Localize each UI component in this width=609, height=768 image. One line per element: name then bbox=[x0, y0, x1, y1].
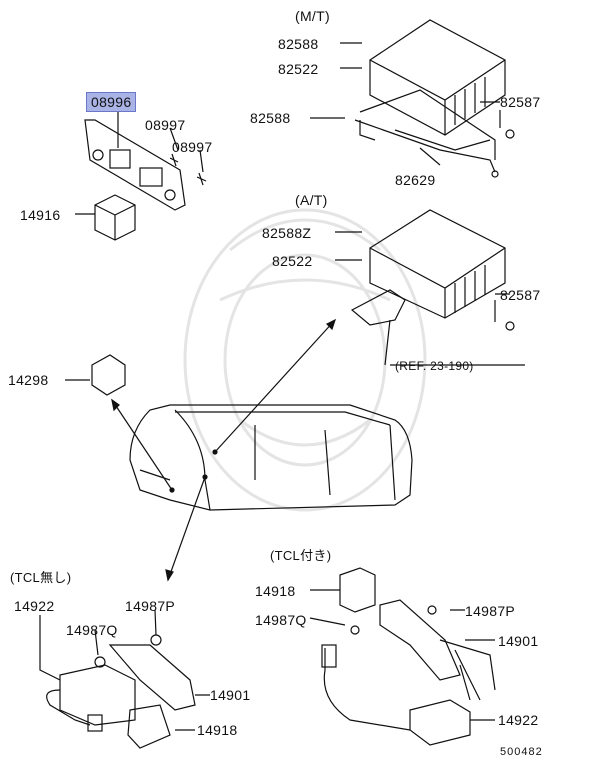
tcl-without-drawing bbox=[39, 609, 210, 749]
part-14901-with[interactable]: 14901 bbox=[498, 633, 539, 649]
section-tcl-without-label: (TCL無し) bbox=[10, 570, 72, 585]
part-08996-highlighted[interactable]: 08996 bbox=[86, 92, 137, 112]
part-14922-without[interactable]: 14922 bbox=[14, 598, 55, 614]
section-mt-label: (M/T) bbox=[295, 8, 330, 24]
ecu-at-drawing bbox=[350, 209, 515, 331]
section-at-label: (A/T) bbox=[295, 192, 328, 208]
part-14987p-with[interactable]: 14987P bbox=[465, 603, 516, 619]
part-82588z[interactable]: 82588Z bbox=[262, 225, 312, 241]
watermark-emblem bbox=[183, 208, 427, 512]
relay-14916-drawing bbox=[75, 194, 136, 241]
diagram-id: 500482 bbox=[500, 746, 543, 758]
part-08997-b[interactable]: 08997 bbox=[172, 139, 213, 155]
part-14987p-without[interactable]: 14987P bbox=[125, 598, 176, 614]
part-14298[interactable]: 14298 bbox=[8, 372, 49, 388]
ecu-mt-drawing bbox=[354, 19, 515, 178]
tcl-with-drawing bbox=[309, 567, 496, 746]
part-14901-without[interactable]: 14901 bbox=[210, 687, 251, 703]
part-14922-with[interactable]: 14922 bbox=[498, 712, 539, 728]
relay-14298-drawing bbox=[65, 354, 126, 396]
section-tcl-with-label: (TCL付き) bbox=[270, 548, 332, 563]
part-82588-mt-top[interactable]: 82588 bbox=[278, 36, 319, 52]
reference-label: (REF. 23-190) bbox=[395, 359, 474, 373]
part-82629[interactable]: 82629 bbox=[395, 172, 436, 188]
part-14987q-with[interactable]: 14987Q bbox=[255, 612, 307, 628]
part-82587-mt[interactable]: 82587 bbox=[500, 94, 541, 110]
bracket-assembly-drawing bbox=[84, 110, 186, 211]
part-82587-at[interactable]: 82587 bbox=[500, 287, 541, 303]
part-82522-at[interactable]: 82522 bbox=[272, 253, 313, 269]
part-14918-without[interactable]: 14918 bbox=[197, 722, 238, 738]
part-82588-mt-bracket[interactable]: 82588 bbox=[250, 110, 291, 126]
part-14916[interactable]: 14916 bbox=[20, 207, 61, 223]
part-14918-with[interactable]: 14918 bbox=[255, 583, 296, 599]
part-14987q-without[interactable]: 14987Q bbox=[66, 622, 118, 638]
part-82522-mt[interactable]: 82522 bbox=[278, 61, 319, 77]
bolt-08997-drawing bbox=[169, 153, 207, 186]
part-08997-a[interactable]: 08997 bbox=[145, 117, 186, 133]
